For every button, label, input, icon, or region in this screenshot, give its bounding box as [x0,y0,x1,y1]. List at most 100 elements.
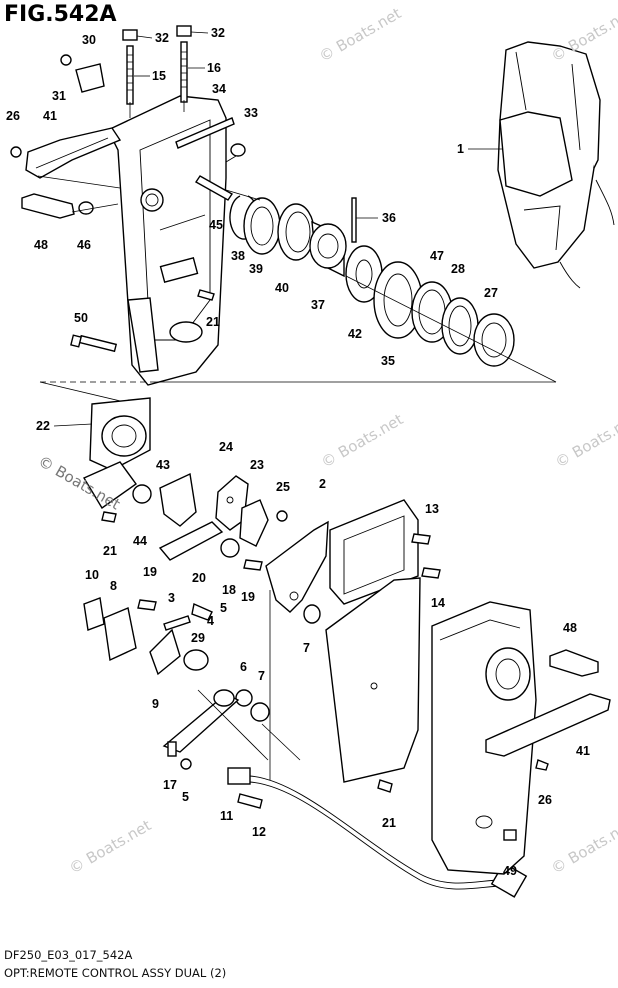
plug-33 [230,143,246,157]
washer-6 [235,689,253,707]
figure-code: DF250_E03_017_542A [4,948,133,962]
label-6: 6 [240,660,247,674]
label-26b: 26 [538,793,552,807]
label-46: 46 [77,238,91,252]
label-48a: 48 [34,238,48,252]
screw-19-left [137,599,157,611]
label-14: 14 [431,596,445,610]
label-25: 25 [276,480,290,494]
clip-4 [191,603,213,621]
upper-bracket-plate [25,127,122,179]
label-28: 28 [451,262,465,276]
label-2: 2 [319,477,326,491]
nut-49 [503,829,517,841]
screw-12 [237,793,263,809]
label-16: 16 [207,61,221,75]
label-21b: 21 [103,544,117,558]
label-42: 42 [348,327,362,341]
nut-32-right [176,25,192,37]
label-13: 13 [425,502,439,516]
label-20: 20 [192,571,206,585]
cover-hole [370,682,378,690]
label-1: 1 [457,142,464,156]
screw-26-upper [10,146,22,158]
label-47: 47 [430,249,444,263]
lower-bracket-plate [485,693,611,757]
label-31: 31 [52,89,66,103]
collar-27 [473,313,515,367]
label-48b: 48 [563,621,577,635]
label-44: 44 [133,534,147,548]
rod-34 [175,117,235,149]
label-10: 10 [85,568,99,582]
label-17: 17 [163,778,177,792]
wire-harness [249,775,501,884]
switch-11 [227,767,251,785]
label-21a: 21 [206,315,220,329]
label-15: 15 [152,69,166,83]
part-labels: 1 2 3 4 5 5 5 6 7 7 8 9 10 11 12 13 14 1… [6,26,590,878]
label-43: 43 [156,458,170,472]
label-7b: 7 [258,669,265,683]
label-41a: 41 [43,109,57,123]
gasket-frame [329,499,419,605]
lever-20 [158,521,224,561]
nut-32-left [122,29,138,41]
label-45: 45 [209,218,223,232]
label-5a: 5 [220,601,227,615]
label-12: 12 [252,825,266,839]
cover-plate [325,577,421,783]
label-11: 11 [220,809,233,823]
label-4: 4 [207,614,214,628]
label-33: 33 [244,106,258,120]
upper-part-46 [78,201,94,215]
shaft-3 [163,615,191,631]
screw-21-lower-right [377,779,393,793]
pin-45 [194,175,234,201]
label-19a: 19 [143,565,157,579]
screw-21-upper [197,289,215,301]
label-30: 30 [82,33,96,47]
lever-43 [159,472,197,527]
label-32b: 32 [211,26,225,40]
grommet-29 [183,649,209,671]
plate-22 [89,397,151,471]
label-35: 35 [381,354,395,368]
label-5b: 5 [182,790,189,804]
lower-part-48 [549,649,599,677]
screw-21-lower-left [101,511,117,523]
part-44 [132,484,152,504]
screw-14 [421,567,441,579]
label-18: 18 [222,583,236,597]
label-24: 24 [219,440,233,454]
label-7a: 7 [303,641,310,655]
label-23: 23 [250,458,264,472]
bracket-8 [103,607,137,662]
bolt-15 [126,45,134,105]
screw-31 [60,54,72,66]
label-36: 36 [382,211,396,225]
ring-39 [243,197,281,255]
gear-40 [277,203,315,261]
label-32a: 32 [155,31,169,45]
label-8: 8 [110,579,117,593]
label-40: 40 [275,281,289,295]
washer-18 [220,538,240,558]
label-21c: 21 [382,816,396,830]
label-34: 34 [212,82,226,96]
washer-7-upper [303,604,321,624]
bracket-2 [265,520,329,613]
ring-28 [441,297,479,355]
screw-26-lower [535,759,549,771]
cam-23 [239,499,269,547]
lower-housing [431,601,537,875]
label-3: 3 [168,591,175,605]
label-22: 22 [36,419,50,433]
bracket-under-22 [82,461,137,510]
bracket-10 [83,597,105,631]
label-26a: 26 [6,109,20,123]
label-49: 49 [503,864,517,878]
lever-9 [149,628,181,676]
label-9: 9 [152,697,159,711]
